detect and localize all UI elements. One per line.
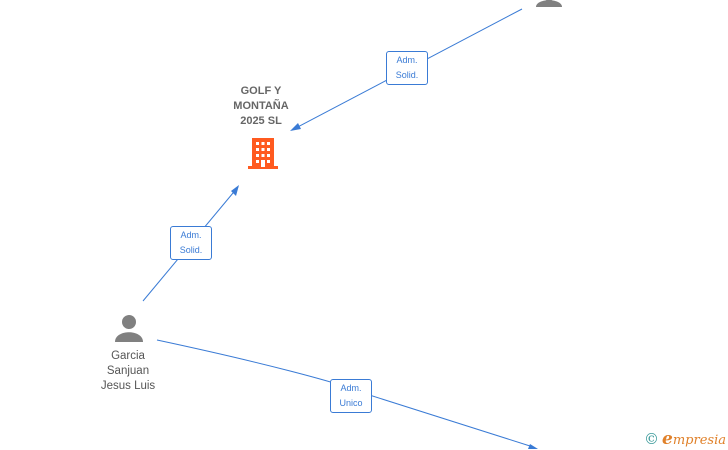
edge-label-adm-unico[interactable]: Adm. Unico: [330, 379, 372, 413]
building-icon[interactable]: [248, 138, 278, 169]
edge-label-line: Solid.: [395, 70, 419, 80]
arrowhead-company-right: [290, 123, 301, 131]
edge-label-line: Adm.: [340, 383, 362, 393]
edge-label-line: Adm.: [396, 55, 418, 65]
person-name-line: Garcia: [111, 350, 145, 362]
person-name-line: Sanjuan: [106, 365, 150, 377]
copyright-icon: ©: [644, 430, 660, 448]
company-name-line: GOLF Y: [240, 85, 282, 97]
person-icon[interactable]: [536, 0, 562, 7]
edge-label-line: Unico: [339, 398, 363, 408]
company-name-line: MONTAÑA: [233, 100, 289, 112]
brand-initial: e: [662, 429, 673, 449]
person-name-line: Jesus Luis: [100, 380, 156, 392]
edge-label-line: Solid.: [179, 245, 203, 255]
arrowhead-company-left: [231, 185, 239, 196]
company-name[interactable]: GOLF Y MONTAÑA 2025 SL: [221, 84, 301, 129]
empresia-logo: ©empresia: [644, 429, 726, 449]
arrowhead-offscreen: [528, 444, 538, 449]
person-name[interactable]: Garcia Sanjuan Jesus Luis: [88, 349, 168, 394]
edge-label-line: Adm.: [180, 230, 202, 240]
edge-label-adm-solid-top[interactable]: Adm. Solid.: [386, 51, 428, 85]
edge-label-adm-solid-left[interactable]: Adm. Solid.: [170, 226, 212, 260]
brand-rest: mpresia: [672, 433, 726, 448]
company-name-line: 2025 SL: [240, 115, 282, 127]
person-icon[interactable]: [115, 315, 143, 342]
